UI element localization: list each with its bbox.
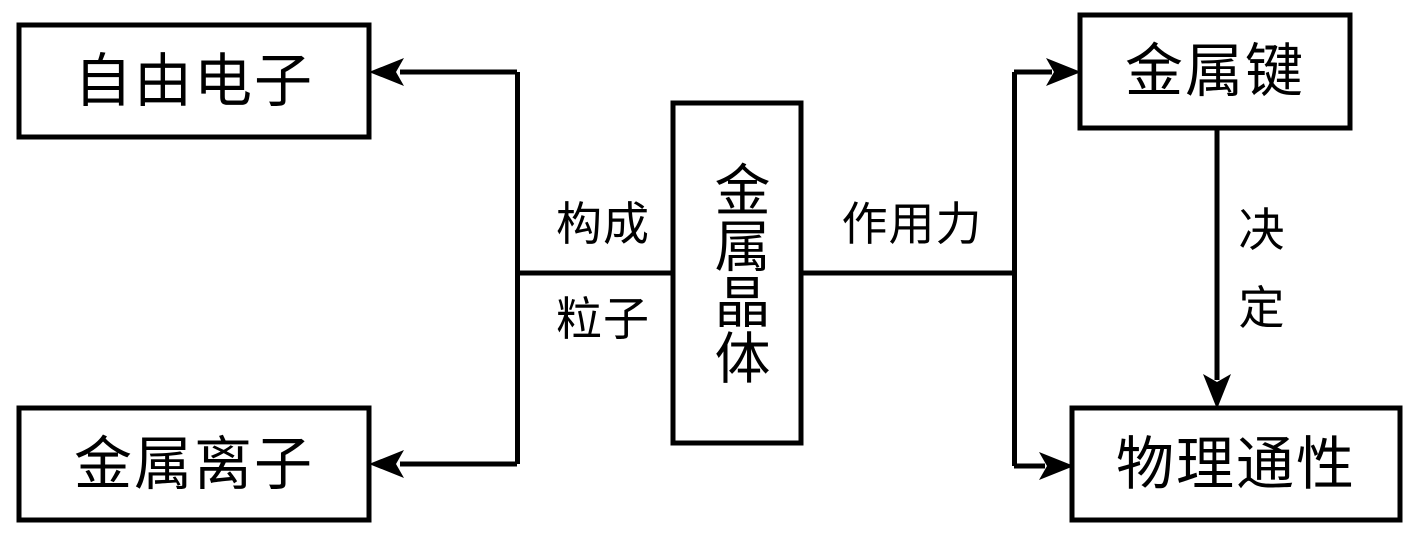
node-box-metal-crystal[interactable] bbox=[670, 100, 804, 446]
arrowhead-metal-ions bbox=[369, 450, 404, 478]
arrowhead-metallic-bond bbox=[1046, 58, 1081, 86]
node-box-free-electrons[interactable] bbox=[16, 22, 372, 140]
node-box-metal-ions[interactable] bbox=[16, 405, 372, 523]
arrowhead-determines bbox=[1203, 374, 1231, 409]
arrowhead-free-electrons bbox=[369, 58, 404, 86]
node-box-physical-properties[interactable] bbox=[1069, 405, 1403, 523]
arrowhead-physical-properties bbox=[1039, 452, 1074, 480]
node-box-metallic-bond[interactable] bbox=[1077, 12, 1353, 131]
